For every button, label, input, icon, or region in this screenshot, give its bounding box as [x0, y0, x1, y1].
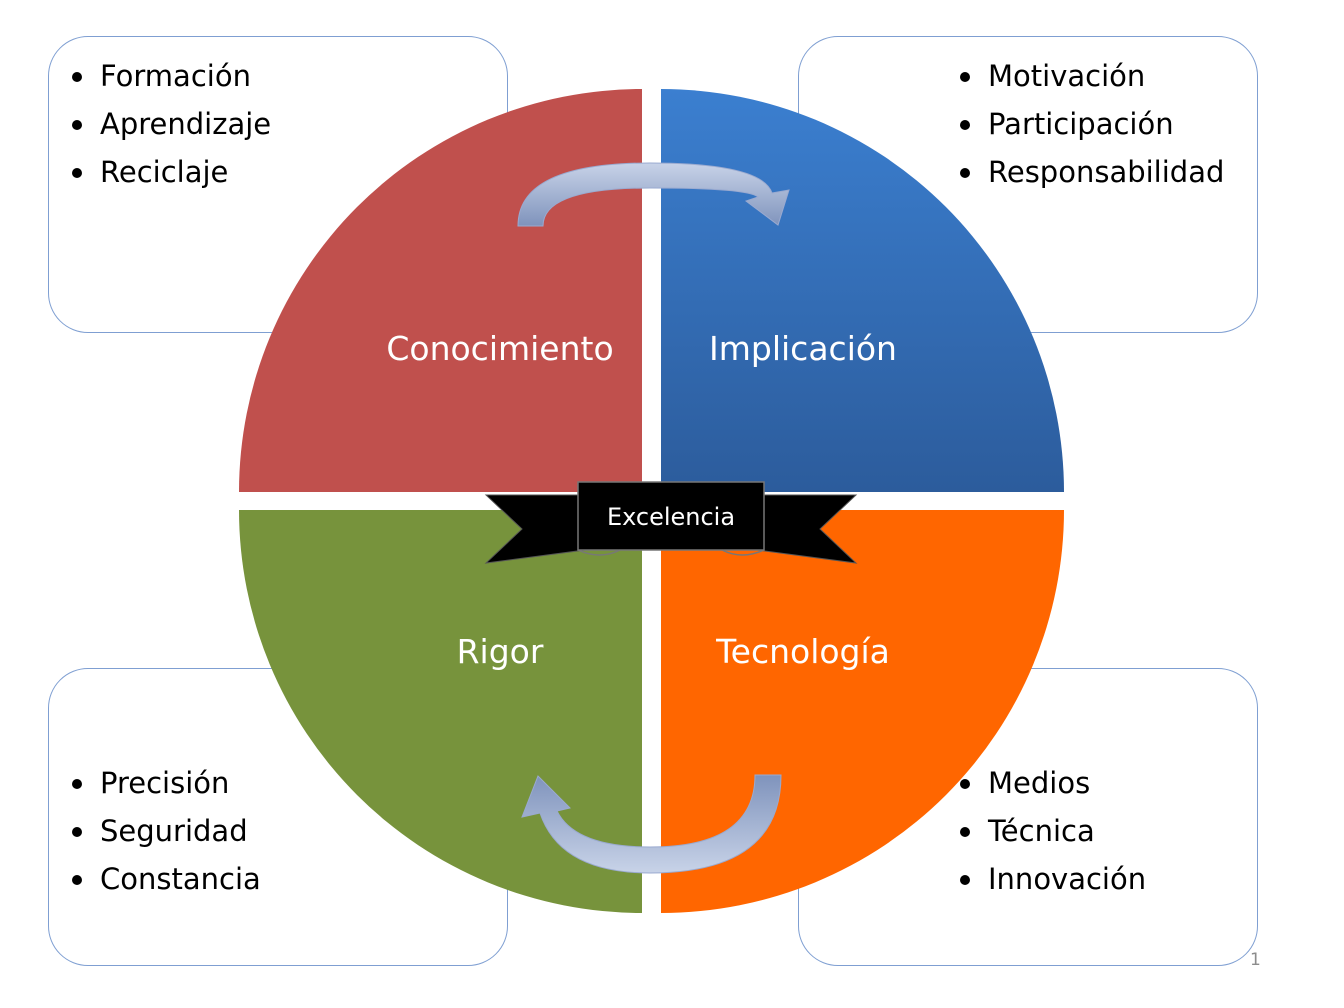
list-top-right: Motivación Participación Responsabilidad: [960, 52, 1224, 196]
page-number: 1: [1250, 950, 1261, 970]
list-item: Técnica: [960, 807, 1146, 855]
curved-arrow-bottom-icon: [521, 774, 782, 874]
list-item: Formación: [72, 52, 271, 100]
center-label: Excelencia: [607, 503, 735, 531]
list-item: Aprendizaje: [72, 100, 271, 148]
list-item: Medios: [960, 759, 1146, 807]
list-bottom-left: Precisión Seguridad Constancia: [72, 759, 261, 903]
list-item: Responsabilidad: [960, 148, 1224, 196]
quadrant-label-rigor: Rigor: [457, 632, 544, 671]
excelencia-banner: Excelencia: [484, 481, 858, 564]
list-item: Seguridad: [72, 807, 261, 855]
list-top-left: Formación Aprendizaje Reciclaje: [72, 52, 271, 196]
quadrant-top-left: [239, 89, 642, 492]
quadrant-label-implicacion: Implicación: [709, 329, 897, 368]
list-item: Innovación: [960, 855, 1146, 903]
curved-arrow-top-icon: [517, 162, 790, 227]
quadrant-label-tecnologia: Tecnología: [715, 632, 890, 671]
quadrant-label-conocimiento: Conocimiento: [386, 329, 613, 368]
list-item: Reciclaje: [72, 148, 271, 196]
list-item: Precisión: [72, 759, 261, 807]
list-item: Motivación: [960, 52, 1224, 100]
list-bottom-right: Medios Técnica Innovación: [960, 759, 1146, 903]
list-item: Constancia: [72, 855, 261, 903]
list-item: Participación: [960, 100, 1224, 148]
